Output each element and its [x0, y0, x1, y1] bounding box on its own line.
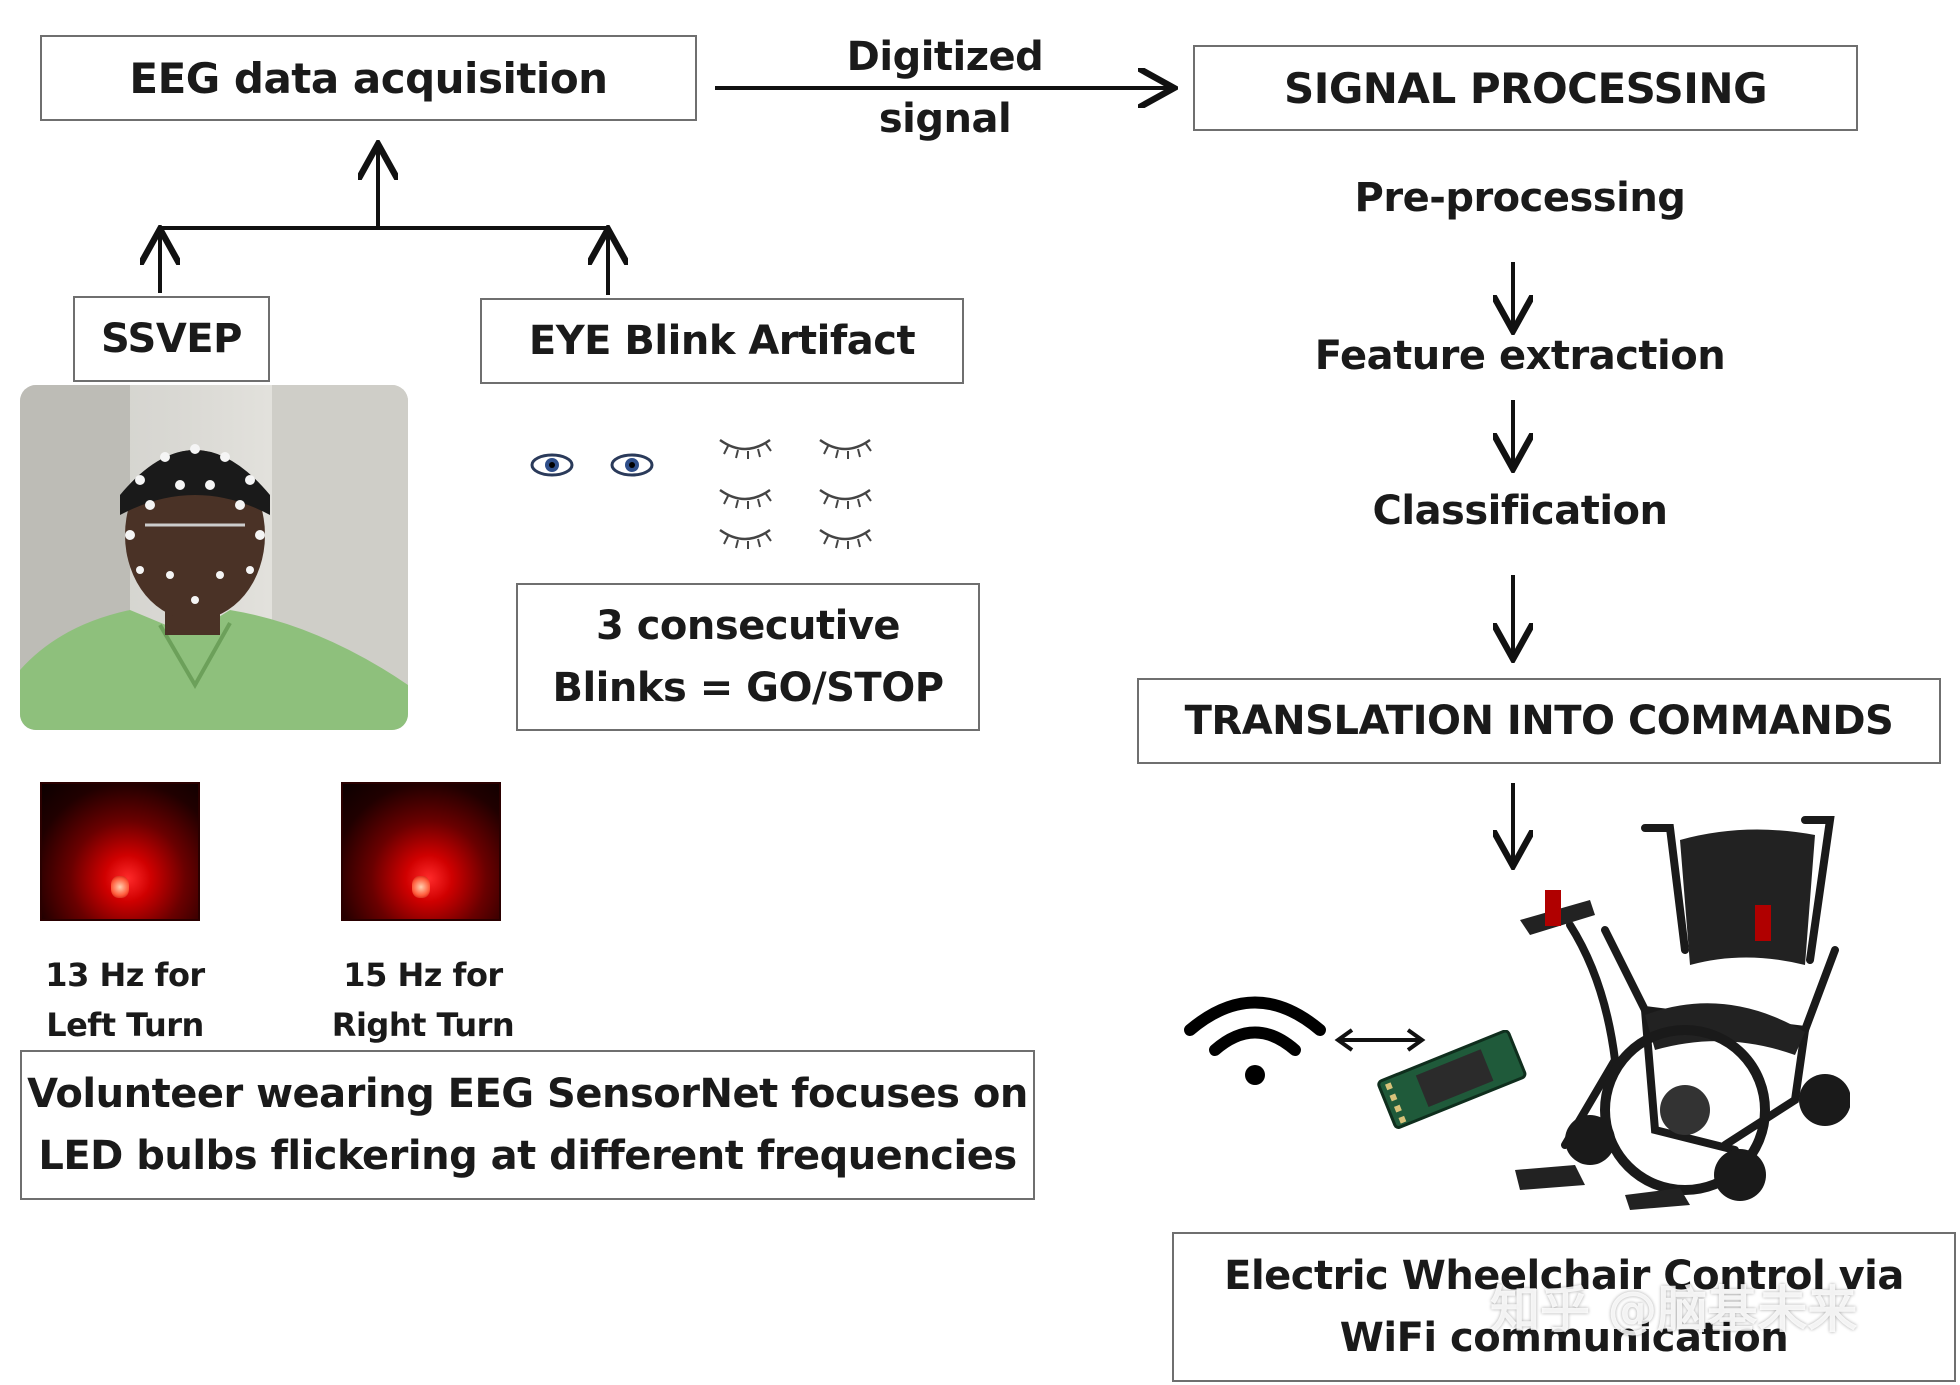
- eeg-acquisition-box: EEG data acquisition: [40, 35, 697, 121]
- wheelchair-icon: [1515, 816, 1850, 1210]
- bidirectional-arrow-icon: [1334, 1028, 1426, 1052]
- closed-eye-icon: [819, 488, 872, 509]
- wifi-module-icon: [1377, 1030, 1527, 1129]
- eeg-acquisition-label: EEG data acquisition: [129, 53, 608, 103]
- closed-eye-icon: [819, 438, 872, 459]
- step-preprocessing: Pre-processing: [1354, 175, 1686, 221]
- signal-processing-label: SIGNAL PROCESSING: [1283, 63, 1768, 113]
- person-eeg-cap-photo: [20, 385, 408, 730]
- open-eye-icon: [610, 453, 654, 477]
- led-right-label: 15 Hz for Right Turn: [331, 956, 515, 1044]
- volunteer-line1: Volunteer wearing EEG SensorNet focuses …: [27, 1071, 1028, 1117]
- ssvep-box: SSVEP: [73, 296, 270, 382]
- digitized-signal-label: Digitized signal: [846, 34, 1044, 142]
- watermark: 知乎 @脑基未来: [1490, 1281, 1858, 1339]
- open-eye-icon: [530, 453, 574, 477]
- closed-eye-icon: [719, 528, 772, 549]
- blinks-box: 3 consecutive Blinks = GO/STOP: [516, 583, 980, 731]
- wheelchair-line1: Electric Wheelchair Control via: [1224, 1253, 1904, 1299]
- wheelchair-control-box: Electric Wheelchair Control via WiFi com…: [1172, 1232, 1956, 1382]
- step-feature-extraction: Feature extraction: [1314, 333, 1726, 379]
- signal-processing-box: SIGNAL PROCESSING: [1193, 45, 1858, 131]
- eye-icons: [530, 438, 872, 549]
- closed-eye-icon: [819, 528, 872, 549]
- translation-box: TRANSLATION INTO COMMANDS: [1137, 678, 1941, 764]
- step-classification: Classification: [1372, 488, 1669, 534]
- wheelchair-line2: WiFi communication: [1339, 1315, 1789, 1361]
- eye-blink-label: EYE Blink Artifact: [528, 318, 916, 364]
- led-bulb-icon: [111, 875, 129, 898]
- led-bulb-icon: [412, 875, 430, 898]
- closed-eye-icon: [719, 488, 772, 509]
- translation-label: TRANSLATION INTO COMMANDS: [1184, 698, 1894, 744]
- eye-blink-box: EYE Blink Artifact: [480, 298, 964, 384]
- wifi-icon: [1184, 996, 1326, 1085]
- led-left-label: 13 Hz for Left Turn: [45, 956, 205, 1044]
- volunteer-box: Volunteer wearing EEG SensorNet focuses …: [20, 1050, 1035, 1200]
- led-bulb-left: [40, 782, 200, 921]
- blinks-line1: 3 consecutive: [595, 603, 901, 649]
- ssvep-label: SSVEP: [101, 316, 242, 362]
- person-illustration: [20, 385, 408, 730]
- led-bulb-right: [341, 782, 501, 921]
- blinks-line2: Blinks = GO/STOP: [552, 665, 944, 711]
- volunteer-line2: LED bulbs flickering at different freque…: [38, 1133, 1017, 1179]
- closed-eye-icon: [719, 438, 772, 459]
